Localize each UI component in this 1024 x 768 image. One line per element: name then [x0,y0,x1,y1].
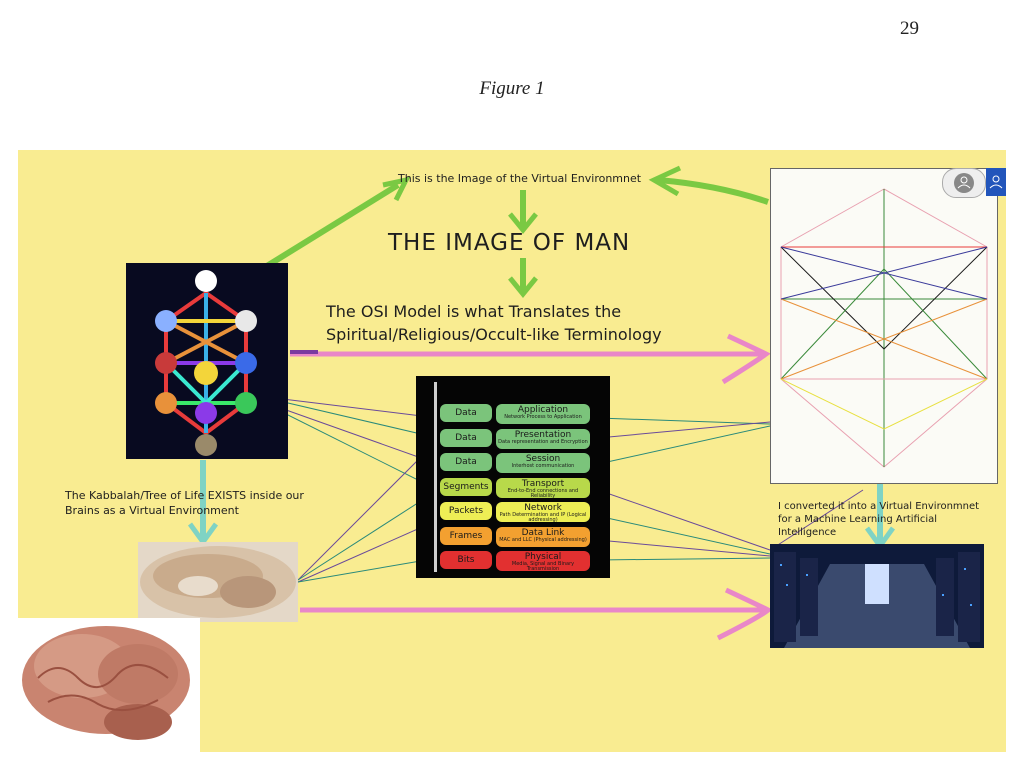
mapping-lines [257,395,864,583]
osi-text-line1: The OSI Model is what Translates the [326,302,622,321]
osi-layer-name: Data Link [521,527,565,538]
green-arrowhead-down2 [508,276,538,298]
osi-layer-name: Application [517,405,569,415]
virtual-environment-diagram [780,188,988,468]
green-arrowhead-down1 [508,212,538,234]
osi-layer-description: Data representation and Encryption [498,438,588,445]
osi-pdu-label: Data [440,428,492,447]
page-number: 29 [900,18,919,39]
brain-model-image [18,618,200,752]
virtual-environment-label: This is the Image of the Virtual Environ… [398,172,642,185]
osi-pdu-label: Data [440,404,492,422]
osi-bracket [434,382,437,572]
converted-text-line2: for a Machine Learning Artificial [778,514,937,525]
user-panel-tab[interactable] [986,168,1006,196]
person-icon [989,175,1003,189]
user-avatar-chip[interactable] [942,168,986,198]
converted-text-line1: I converted it into a Virtual Environmne… [778,501,980,512]
figure-caption: Figure 1 [479,78,545,99]
osi-layer-description: MAC and LLC (Physical addressing) [499,536,587,543]
kabbalah-text-line2: Brains as a Virtual Environment [65,504,239,517]
virtual-environment-sheet [770,168,998,484]
osi-pdu-label: Segments [440,477,492,496]
osi-layer-description: Media, Signal and Binary Transmission [511,561,575,572]
image-of-man-title: THE IMAGE OF MAN [388,230,631,256]
osi-pdu-label: Frames [440,526,492,545]
tree-of-life-image [126,263,288,459]
server-room-drawing [770,544,984,648]
osi-layer-name: Transport [521,478,565,489]
sephirot-nodes [155,270,257,456]
osi-text-line2: Spiritual/Religious/Occult-like Terminol… [326,325,662,344]
kabbalah-text-line1: The Kabbalah/Tree of Life EXISTS inside … [65,489,304,502]
osi-layer-description: Path Determination and IP (Logical addre… [499,512,587,523]
kabbalah-text: The Kabbalah/Tree of Life EXISTS inside … [65,488,365,518]
pink-arrowhead-sheet [721,333,771,385]
osi-layer-name: Network [524,503,562,513]
converted-text-line3: Intelligence [778,527,837,538]
green-arrowhead-env [382,176,411,202]
brain-model-drawing [22,626,190,740]
connector-arrows [187,165,896,641]
green-arrowhead-left [648,165,682,197]
brain-slice-image [138,542,298,622]
osi-layer-description: Interhost communication [511,463,575,469]
osi-pdu-label: Packets [440,502,492,520]
green-arrow-sheet-to-env [657,177,769,205]
osi-layer-name: Session [525,454,561,464]
osi-translation-text: The OSI Model is what Translates the Spi… [326,300,746,346]
osi-pdu-label: Bits [440,551,492,569]
brain-slice-drawing [140,546,296,618]
osi-layer-description: Network Process to Application [504,414,582,420]
figure-board: This is the Image of the Virtual Environ… [18,150,1006,752]
tree-of-life-diagram [155,270,257,456]
osi-pdu-label: Data [440,453,492,471]
server-room-image [770,544,984,648]
osi-layer-name: Physical [524,552,562,562]
avatar-icon [954,173,974,193]
osi-layer-description: End-to-End connections and Reliability [507,487,579,499]
converted-text: I converted it into a Virtual Environmne… [778,500,1006,539]
pink-arrowhead-servers [716,587,773,641]
osi-layer-name: Presentation [514,429,572,440]
